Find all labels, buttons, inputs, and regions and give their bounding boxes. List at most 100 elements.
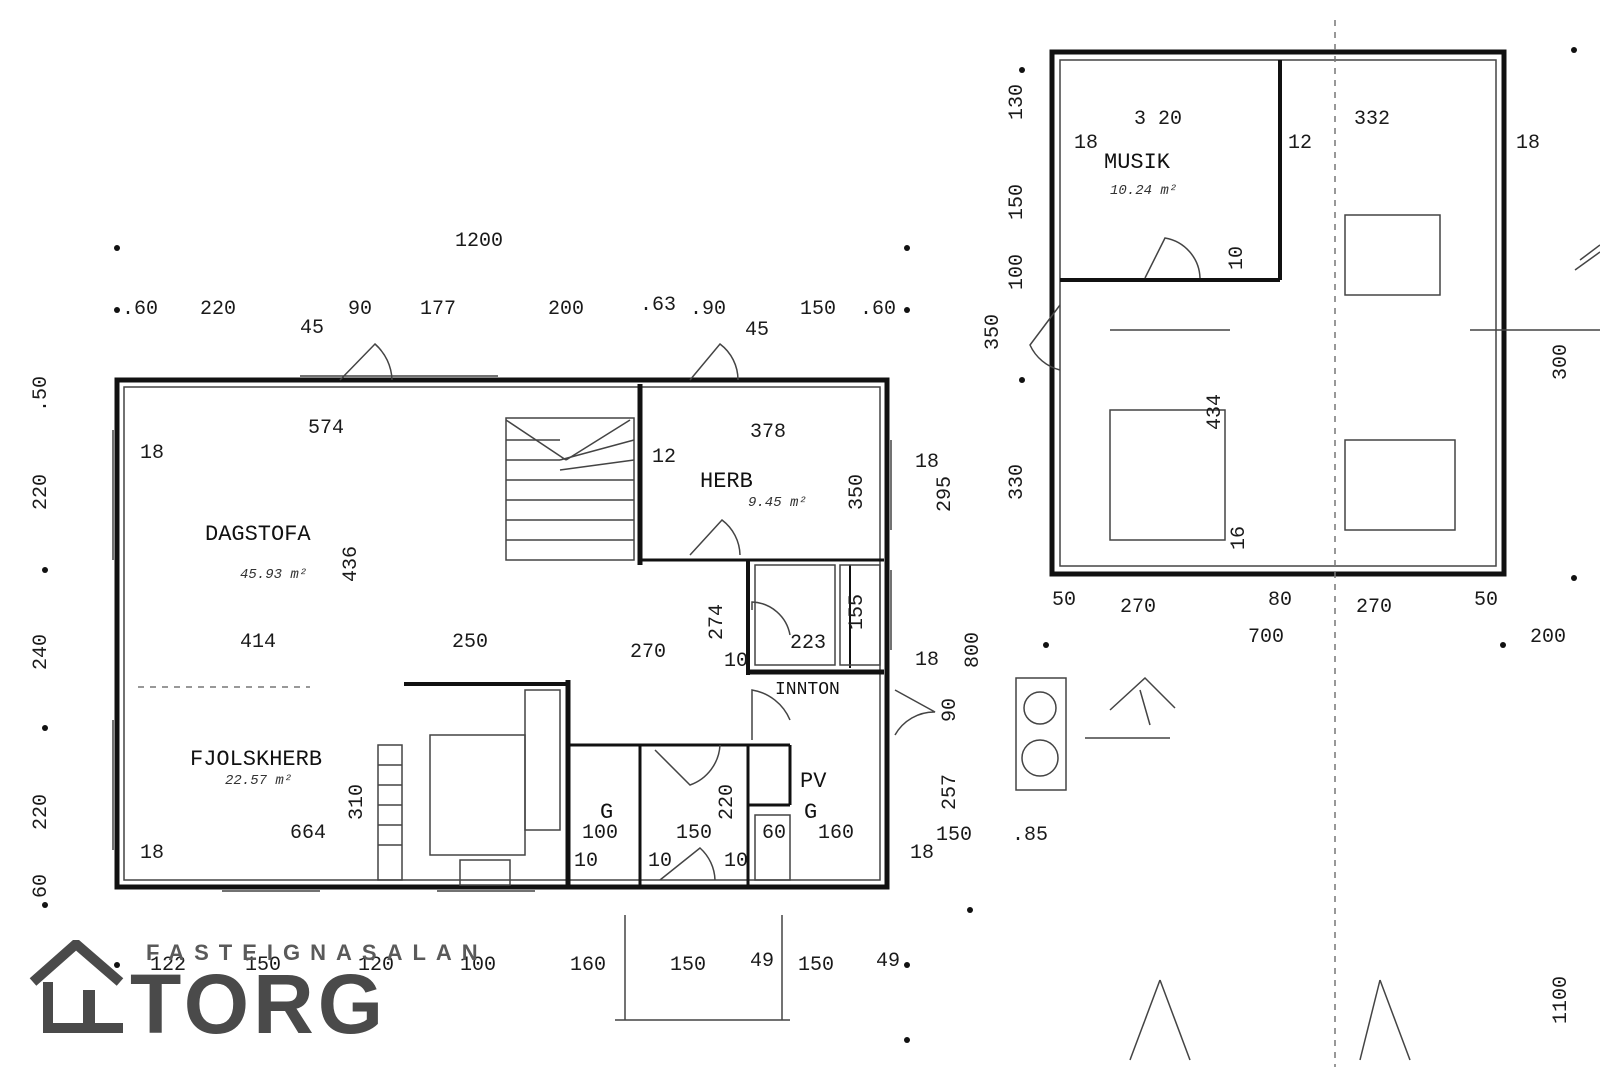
dim-label: 18 xyxy=(910,842,934,865)
dim-bottom: 100 xyxy=(460,954,496,977)
dim-label: 100 xyxy=(582,822,618,845)
dim-top: .63 xyxy=(640,294,676,317)
dimension-dots xyxy=(42,47,1577,1043)
dim-label: .85 xyxy=(1012,824,1048,847)
annex-dim: 1100 xyxy=(1550,976,1573,1024)
dim-bottom: 120 xyxy=(358,954,394,977)
room-herb: HERB xyxy=(700,469,753,494)
annex-dim: 434 xyxy=(1204,394,1227,430)
annex-dim: 270 xyxy=(1356,596,1392,619)
dim-label: 60 xyxy=(762,822,786,845)
room-g2: G xyxy=(804,800,817,825)
room-pv: PV xyxy=(800,769,827,794)
dim-top: 90 xyxy=(348,298,372,321)
annex-dim: 300 xyxy=(1550,344,1573,380)
dim-left: 220 xyxy=(30,474,53,510)
annex-dim: 200 xyxy=(1530,626,1566,649)
dim-label: 436 xyxy=(340,546,363,582)
dim-top: .60 xyxy=(122,298,158,321)
dim-label: 10 xyxy=(574,850,598,873)
annex-dim: 150 xyxy=(1006,184,1029,220)
annex-dim: 50 xyxy=(1474,589,1498,612)
door-swings xyxy=(339,342,936,881)
dim-bottom: 150 xyxy=(670,954,706,977)
company-logo: FASTEIGNASALAN TORG xyxy=(28,940,498,1046)
dim-label: 90 xyxy=(939,698,962,722)
dim-label: 10 xyxy=(724,650,748,673)
logo-tagline: FASTEIGNASALAN xyxy=(146,940,488,965)
annex-dim: 270 xyxy=(1120,596,1156,619)
room-labels: DAGSTOFA 45.93 m² HERB 9.45 m² FJOLSKHER… xyxy=(190,469,840,825)
room-g1: G xyxy=(600,800,613,825)
dim-label: 150 xyxy=(676,822,712,845)
dim-label: 664 xyxy=(290,822,326,845)
interior-walls xyxy=(138,384,884,885)
dim-top-total: 1200 xyxy=(455,230,503,253)
annex-dim: 330 xyxy=(1006,464,1029,500)
room-fjolskherb: FJOLSKHERB xyxy=(190,747,322,772)
annex-dim: 700 xyxy=(1248,626,1284,649)
room-herb-area: 9.45 m² xyxy=(748,495,807,511)
annex-dim: 130 xyxy=(1006,84,1029,120)
dim-label: 414 xyxy=(240,631,276,654)
annex-dim: 80 xyxy=(1268,589,1292,612)
annex-labels: 3 20 332 MUSIK 10.24 m² 18 18 12 10 16 4… xyxy=(982,84,1573,1024)
dimension-lines xyxy=(615,915,1411,1061)
dim-label: 10 xyxy=(724,850,748,873)
dim-top: .60 xyxy=(860,298,896,321)
dim-bottom: 150 xyxy=(798,954,834,977)
room-musik-area: 10.24 m² xyxy=(1110,183,1177,199)
staircase xyxy=(377,417,635,881)
dim-top: 177 xyxy=(420,298,456,321)
dim-label: 220 xyxy=(716,784,739,820)
dim-label: 295 xyxy=(934,476,957,512)
dim-label: 150 xyxy=(936,824,972,847)
dim-label: 12 xyxy=(652,446,676,469)
dim-bottom: 49 xyxy=(750,950,774,973)
dim-left: .50 xyxy=(30,376,53,412)
dim-bottom: 160 xyxy=(570,954,606,977)
dim-bottom: 122 xyxy=(150,954,186,977)
dim-left: 240 xyxy=(30,634,53,670)
dim-label: 10 xyxy=(648,850,672,873)
annex-dim: 100 xyxy=(1006,254,1029,290)
room-fjolskherb-area: 22.57 m² xyxy=(225,773,292,789)
room-musik: MUSIK xyxy=(1104,150,1171,175)
main-house-walls xyxy=(112,375,892,892)
room-dagstofa: DAGSTOFA xyxy=(205,522,311,547)
room-dagstofa-area: 45.93 m² xyxy=(240,567,307,583)
dim-left: 220 xyxy=(30,794,53,830)
dim-top: 150 xyxy=(800,298,836,321)
dim-label: 350 xyxy=(846,474,869,510)
dim-label: 223 xyxy=(790,632,826,655)
dim-label: 160 xyxy=(818,822,854,845)
annex-dim: 12 xyxy=(1288,132,1312,155)
dim-label: 310 xyxy=(346,784,369,820)
annex-dim: 16 xyxy=(1228,526,1251,550)
main-dims-bottom: 122 150 120 100 160 150 49 150 49 xyxy=(150,950,900,977)
dim-label: 155 xyxy=(846,594,869,630)
dim-label: 800 xyxy=(962,632,985,668)
dim-top: 45 xyxy=(745,319,769,342)
annex-dim: 350 xyxy=(982,314,1005,350)
room-inngangur: INNTON xyxy=(775,680,840,700)
annex-dim: 18 xyxy=(1074,132,1098,155)
annex-dim: 18 xyxy=(1516,132,1540,155)
logo-wordmark: TORG xyxy=(130,957,388,1051)
dim-left: .60 xyxy=(30,874,53,910)
annex-dim: 10 xyxy=(1226,246,1249,270)
main-dims-left: .50 220 240 220 .60 xyxy=(30,376,53,910)
dim-label: 250 xyxy=(452,631,488,654)
annex-dim: 332 xyxy=(1354,108,1390,131)
dim-label: 270 xyxy=(630,641,666,664)
dim-label: 18 xyxy=(915,451,939,474)
dim-label: 18 xyxy=(140,442,164,465)
main-dims-top: 1200 .60 220 45 90 177 200 .63 .90 45 15… xyxy=(122,230,896,342)
dim-top: 45 xyxy=(300,317,324,340)
dim-label: 274 xyxy=(706,604,729,640)
annex-walls xyxy=(1029,20,1600,1067)
dim-top: 220 xyxy=(200,298,236,321)
dim-label: 257 xyxy=(939,774,962,810)
annex-dim: 3 20 xyxy=(1134,108,1182,131)
